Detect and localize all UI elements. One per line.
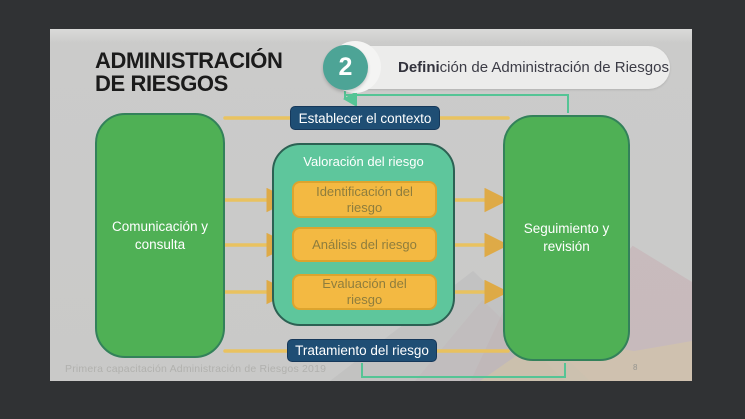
risk-evaluation-label: Evaluación del riesgo <box>322 276 407 307</box>
communication-consultation-box: Comunicación y consulta <box>95 113 225 358</box>
step-callout-text-bold: Defini <box>398 59 440 76</box>
risk-treatment-label: Tratamiento del riesgo <box>295 343 429 358</box>
risk-identification-box: Identificación del riesgo <box>292 181 437 218</box>
risk-analysis-box: Análisis del riesgo <box>292 227 437 262</box>
risk-treatment-box: Tratamiento del riesgo <box>287 339 437 362</box>
slide-title-line1: ADMINISTRACIÓN <box>95 48 283 73</box>
slide-title-line2: DE RIESGOS <box>95 71 228 97</box>
monitoring-review-label: Seguimiento y revisión <box>523 221 610 254</box>
page-number: 8 <box>633 363 638 372</box>
presentation-slide: ADMINISTRACIÓN DE RIESGOS Definición de … <box>50 29 692 381</box>
step-number: 2 <box>338 53 353 81</box>
establish-context-label: Establecer el contexto <box>298 110 432 126</box>
risk-assessment-label: Valoración del riesgo <box>303 154 424 169</box>
monitoring-review-box: Seguimiento y revisión <box>503 115 630 361</box>
step-callout: Definición de Administración de Riesgos <box>346 46 670 89</box>
risk-evaluation-box: Evaluación del riesgo <box>292 274 437 310</box>
establish-context-box: Establecer el contexto <box>290 106 440 130</box>
step-callout-text-rest: ción de Administración de Riesgos <box>439 59 669 76</box>
communication-consultation-label: Comunicación y consulta <box>111 218 209 252</box>
slide-footer: Primera capacitación Administración de R… <box>65 363 327 375</box>
step-number-badge: 2 <box>323 45 368 90</box>
risk-analysis-label: Análisis del riesgo <box>312 236 417 252</box>
slide-title: ADMINISTRACIÓN DE RIESGOS <box>95 49 283 96</box>
risk-identification-label: Identificación del riesgo <box>316 183 413 215</box>
step-callout-text: Definición de Administración de Riesgos <box>398 46 669 89</box>
